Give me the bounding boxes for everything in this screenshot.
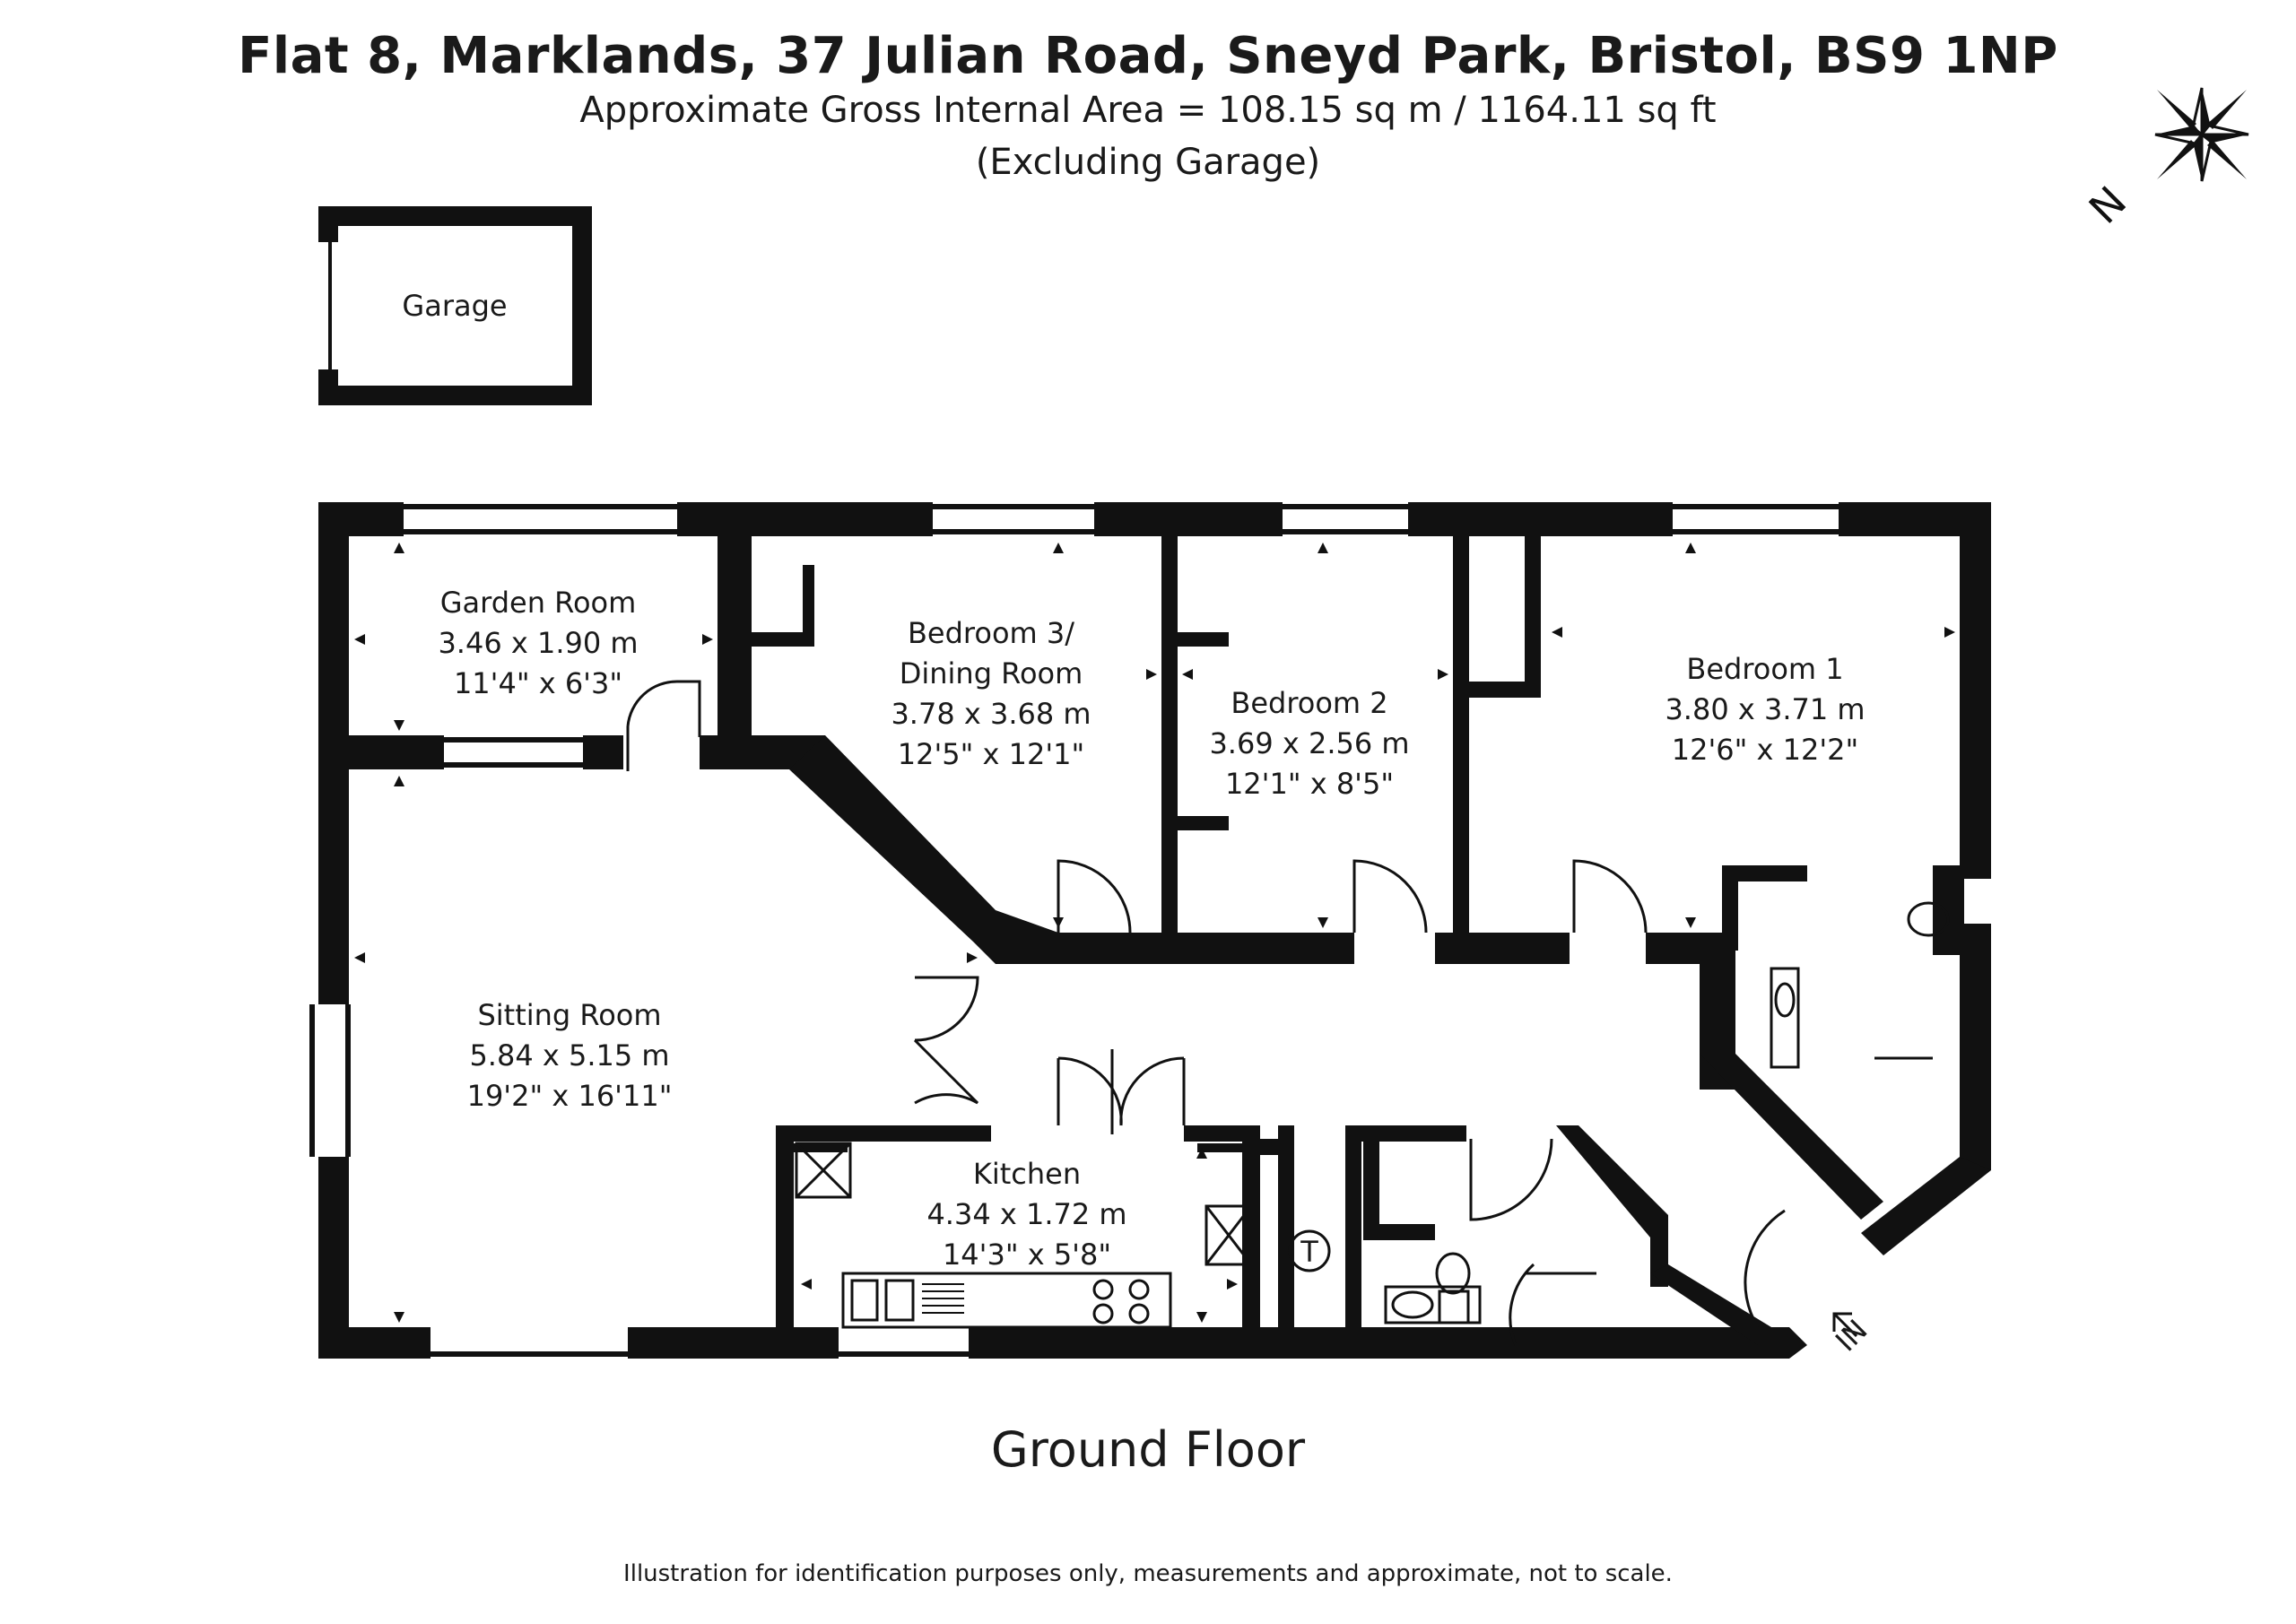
- sitting-room-imperial: 19'2" x 16'11": [467, 1079, 673, 1113]
- bedroom1-metric: 3.80 x 3.71 m: [1665, 692, 1865, 726]
- compass-icon: [2154, 87, 2249, 182]
- doors: [626, 680, 1786, 1347]
- bedroom2-imperial: 12'1" x 8'5": [1225, 767, 1394, 801]
- floor-label: Ground Floor: [990, 1421, 1306, 1478]
- kitchen-name: Kitchen: [973, 1157, 1081, 1191]
- bedroom2-name: Bedroom 2: [1231, 686, 1387, 720]
- compass-north-label: N: [2080, 177, 2136, 233]
- sitting-room-metric: 5.84 x 5.15 m: [469, 1038, 669, 1073]
- area-note: (Excluding Garage): [975, 142, 1321, 183]
- garden-room-imperial: 11'4" x 6'3": [454, 666, 622, 700]
- kitchen-metric: 4.34 x 1.72 m: [926, 1197, 1126, 1231]
- dimension-markers: [354, 543, 1955, 1323]
- garden-room-metric: 3.46 x 1.90 m: [438, 626, 638, 660]
- kitchen-fittings: [795, 901, 1950, 1329]
- walls: [309, 502, 1991, 1359]
- bedroom3-name2: Dining Room: [900, 656, 1083, 690]
- bedroom3-metric: 3.78 x 3.68 m: [891, 697, 1091, 731]
- garage: [318, 206, 592, 405]
- gross-area: Approximate Gross Internal Area = 108.15…: [579, 90, 1717, 131]
- plan-title: Flat 8, Marklands, 37 Julian Road, Sneyd…: [238, 27, 2058, 85]
- disclaimer: Illustration for identification purposes…: [623, 1560, 1673, 1587]
- tank-label: T: [1300, 1235, 1318, 1269]
- kitchen-imperial: 14'3" x 5'8": [943, 1238, 1111, 1272]
- garage-label: Garage: [402, 289, 507, 323]
- sitting-room-name: Sitting Room: [477, 998, 661, 1032]
- bedroom2-metric: 3.69 x 2.56 m: [1209, 726, 1409, 760]
- bedroom1-imperial: 12'6" x 12'2": [1672, 733, 1858, 767]
- entrance-label: IN: [1829, 1313, 1874, 1358]
- bedroom1-name: Bedroom 1: [1686, 652, 1843, 686]
- bedroom3-imperial: 12'5" x 12'1": [898, 737, 1084, 771]
- garden-room-name: Garden Room: [440, 586, 637, 620]
- bedroom3-name: Bedroom 3/: [908, 616, 1074, 650]
- entrance-arrow-icon: [1832, 1312, 1858, 1338]
